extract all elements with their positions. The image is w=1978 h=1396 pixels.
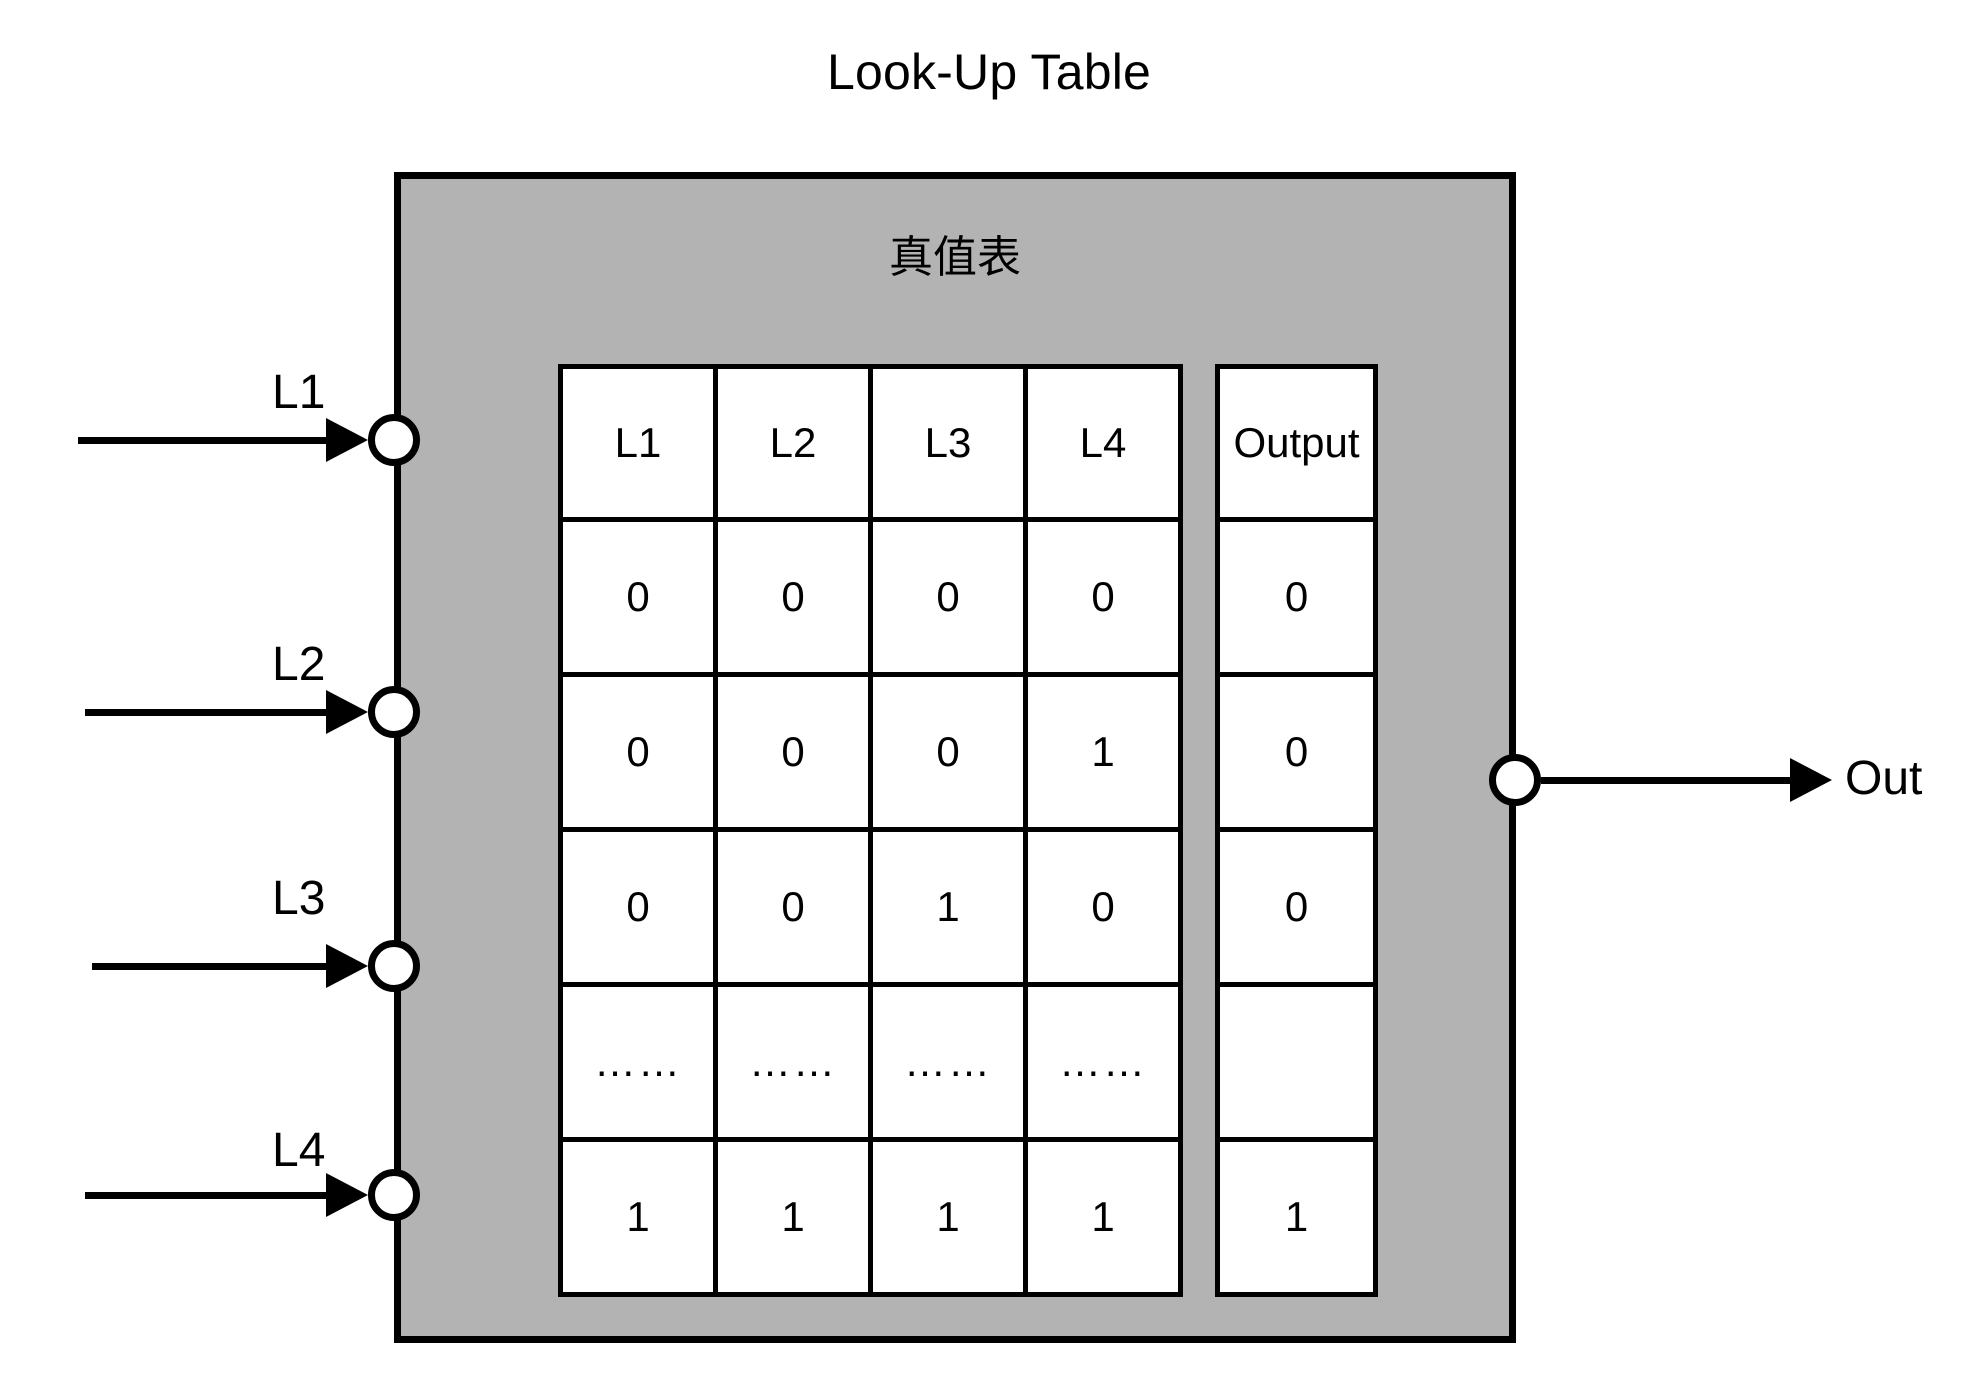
cell-r3-c0: ……: [558, 982, 718, 1142]
input-wire-l1: [78, 437, 328, 444]
input-label-l1: L1: [272, 366, 326, 419]
column-header-l1: L1: [558, 364, 718, 522]
cell-r0-c1: 0: [713, 517, 873, 677]
input-wire-l2: [85, 709, 328, 716]
page-title: Look-Up Table: [826, 44, 1152, 100]
input-wire-l3: [92, 963, 328, 970]
cell-r2-c2: 1: [868, 827, 1028, 987]
input-arrowhead-l4: [326, 1173, 368, 1217]
table-row: 0 0 1 0: [558, 827, 1183, 987]
cell-r1-c1: 0: [713, 672, 873, 832]
input-port-l4[interactable]: [368, 1169, 420, 1221]
table-row: …… …… …… ……: [558, 982, 1183, 1142]
column-header-l3: L3: [868, 364, 1028, 522]
table-row: 0: [1215, 672, 1378, 832]
table-row: 1 1 1 1: [558, 1137, 1183, 1297]
cell-r0-c0: 0: [558, 517, 718, 677]
cell-r1-c2: 0: [868, 672, 1028, 832]
input-label-l2: L2: [272, 638, 326, 691]
output-arrowhead: [1790, 758, 1832, 802]
output-wire: [1541, 777, 1793, 784]
input-label-l4: L4: [272, 1124, 326, 1177]
input-label-l3: L3: [272, 872, 326, 925]
cell-r3-c3: ……: [1023, 982, 1183, 1142]
input-port-l2[interactable]: [368, 686, 420, 738]
truth-table-output: Output 0 0 0 1: [1215, 364, 1378, 1297]
table-row: [1215, 982, 1378, 1142]
output-port[interactable]: [1489, 754, 1541, 806]
cell-r4-c3: 1: [1023, 1137, 1183, 1297]
table-row: 0: [1215, 827, 1378, 987]
table-row: 0 0 0 1: [558, 672, 1183, 832]
cell-r0-c2: 0: [868, 517, 1028, 677]
cell-r0-c3: 0: [1023, 517, 1183, 677]
cell-out-r1: 0: [1215, 672, 1378, 832]
input-port-l1[interactable]: [368, 414, 420, 466]
cell-out-r3: [1215, 982, 1378, 1142]
cell-out-r2: 0: [1215, 827, 1378, 987]
input-arrowhead-l2: [326, 690, 368, 734]
cell-out-r0: 0: [1215, 517, 1378, 677]
column-header-l2: L2: [713, 364, 873, 522]
input-port-l3[interactable]: [368, 940, 420, 992]
input-arrowhead-l3: [326, 944, 368, 988]
cell-r3-c1: ……: [713, 982, 873, 1142]
truth-table-inputs: L1 L2 L3 L4 0 0 0 0 0 0 0 1 0 0 1 0: [558, 364, 1183, 1297]
block-subtitle: 真值表: [889, 233, 1021, 282]
column-header-l4: L4: [1023, 364, 1183, 522]
table-row: 0 0 0 0: [558, 517, 1183, 677]
output-label: Out: [1845, 752, 1923, 805]
input-wire-l4: [85, 1192, 328, 1199]
cell-out-r4: 1: [1215, 1137, 1378, 1297]
cell-r4-c1: 1: [713, 1137, 873, 1297]
column-header-output: Output: [1215, 364, 1378, 522]
cell-r1-c0: 0: [558, 672, 718, 832]
table-row: 0: [1215, 517, 1378, 677]
cell-r2-c1: 0: [713, 827, 873, 987]
table-header-row: L1 L2 L3 L4: [558, 364, 1183, 522]
cell-r3-c2: ……: [868, 982, 1028, 1142]
input-arrowhead-l1: [326, 418, 368, 462]
cell-r1-c3: 1: [1023, 672, 1183, 832]
cell-r4-c2: 1: [868, 1137, 1028, 1297]
cell-r4-c0: 1: [558, 1137, 718, 1297]
cell-r2-c3: 0: [1023, 827, 1183, 987]
table-row: 1: [1215, 1137, 1378, 1297]
table-header-row: Output: [1215, 364, 1378, 522]
cell-r2-c0: 0: [558, 827, 718, 987]
